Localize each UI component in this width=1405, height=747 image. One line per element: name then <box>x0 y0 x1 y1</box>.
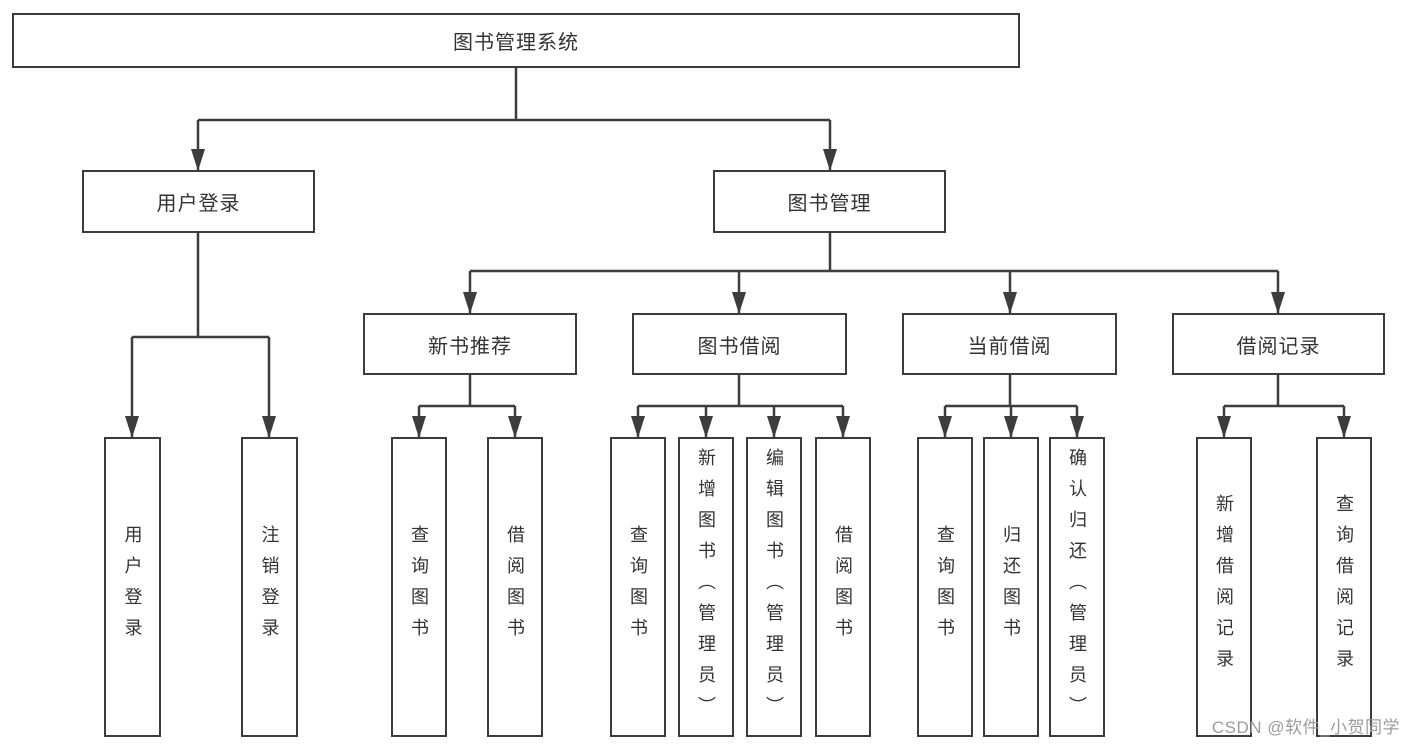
leaf-query-books-current: 查询图书 <box>917 437 973 737</box>
leaf-borrow-books-borrow: 借阅图书 <box>815 437 871 737</box>
leaf-edit-book-admin: 编辑图书（管理员） <box>746 437 802 737</box>
node-borrow-records: 借阅记录 <box>1172 313 1385 375</box>
node-new-book-recommend-label: 新书推荐 <box>428 335 512 358</box>
connector-root-to-level2 <box>191 68 837 171</box>
node-current-borrow: 当前借阅 <box>902 313 1117 375</box>
node-root: 图书管理系统 <box>12 13 1020 68</box>
node-book-management: 图书管理 <box>713 170 946 233</box>
node-user-login: 用户登录 <box>82 170 315 233</box>
node-book-management-label: 图书管理 <box>787 193 872 215</box>
connector-new-book-branch <box>412 375 522 438</box>
leaf-query-borrow-record: 查询借阅记录 <box>1316 437 1372 737</box>
leaf-confirm-return-admin-label: 确认归还（管理员） <box>1067 447 1087 727</box>
leaf-query-books-recommend-label: 查询图书 <box>409 525 429 649</box>
node-borrow-records-label: 借阅记录 <box>1236 335 1321 358</box>
leaf-query-books-recommend: 查询图书 <box>391 437 447 737</box>
leaf-return-book-label: 归还图书 <box>1001 525 1021 649</box>
leaf-borrow-books-borrow-label: 借阅图书 <box>833 525 853 649</box>
leaf-borrow-books-recommend: 借阅图书 <box>487 437 543 737</box>
connector-book-mgmt-branch <box>463 233 1285 314</box>
leaf-query-books-borrow-label: 查询图书 <box>628 525 648 649</box>
leaf-user-login-label: 用户登录 <box>122 525 143 649</box>
leaf-return-book: 归还图书 <box>983 437 1039 737</box>
leaf-add-borrow-record-label: 新增借阅记录 <box>1214 494 1234 680</box>
leaf-add-book-admin: 新增图书（管理员） <box>678 437 734 737</box>
leaf-logout: 注销登录 <box>241 437 298 737</box>
leaf-add-book-admin-label: 新增图书（管理员） <box>696 447 716 727</box>
node-new-book-recommend: 新书推荐 <box>363 313 577 375</box>
node-user-login-label: 用户登录 <box>156 193 241 215</box>
node-current-borrow-label: 当前借阅 <box>967 335 1052 358</box>
leaf-query-books-current-label: 查询图书 <box>935 525 955 649</box>
leaf-user-login: 用户登录 <box>104 437 161 737</box>
connector-user-login-branch <box>125 233 276 438</box>
leaf-borrow-books-recommend-label: 借阅图书 <box>505 525 525 649</box>
connector-current-borrow-branch <box>938 375 1084 438</box>
leaf-edit-book-admin-label: 编辑图书（管理员） <box>764 447 784 727</box>
node-book-borrow-label: 图书借阅 <box>697 335 782 358</box>
csdn-watermark: CSDN @软件_小贺同学 <box>1211 718 1400 737</box>
connector-book-borrow-branch <box>631 375 850 438</box>
node-book-borrow: 图书借阅 <box>632 313 847 375</box>
connector-borrow-record-branch <box>1217 375 1351 438</box>
leaf-logout-label: 注销登录 <box>259 525 280 649</box>
leaf-add-borrow-record: 新增借阅记录 <box>1196 437 1252 737</box>
leaf-query-books-borrow: 查询图书 <box>610 437 666 737</box>
node-root-label: 图书管理系统 <box>453 32 579 54</box>
leaf-confirm-return-admin: 确认归还（管理员） <box>1049 437 1105 737</box>
leaf-query-borrow-record-label: 查询借阅记录 <box>1334 494 1354 680</box>
